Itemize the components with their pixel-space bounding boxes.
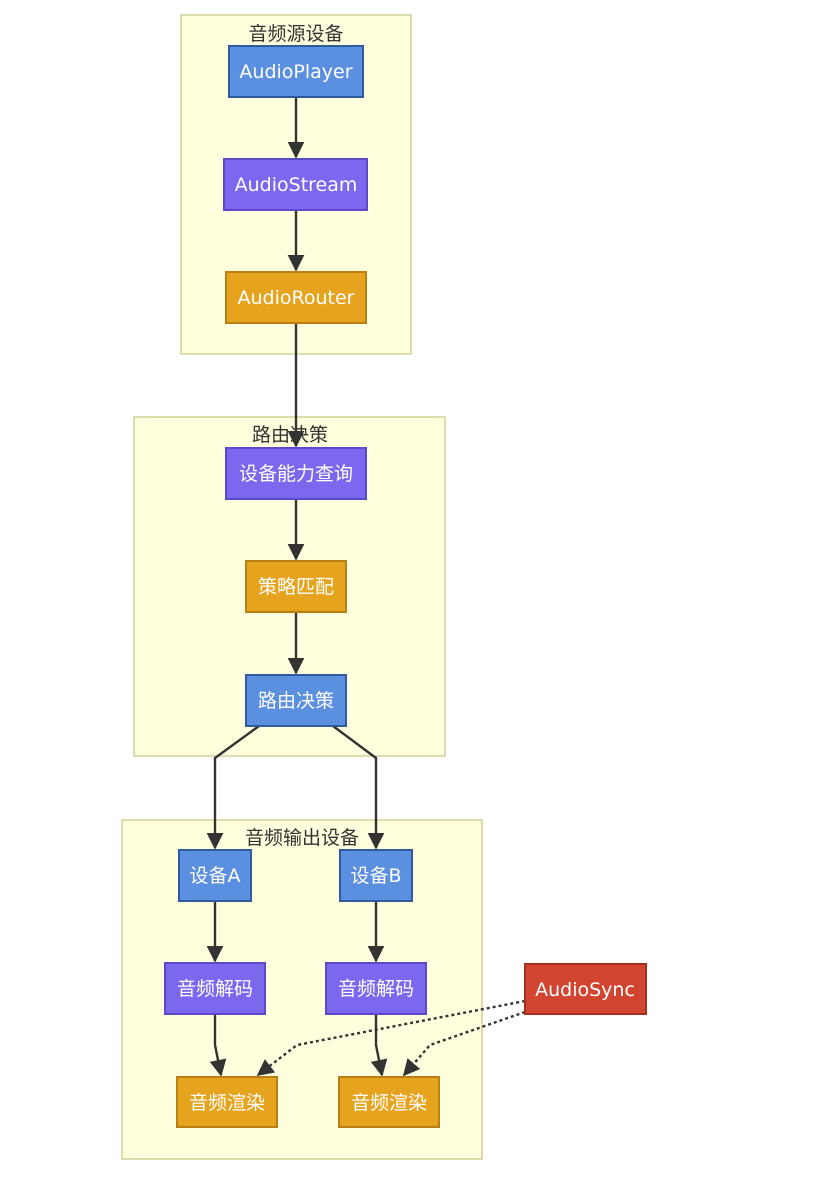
edges bbox=[206, 97, 526, 1077]
edge-decode-a-to-render-a bbox=[209, 1014, 227, 1077]
node-render-a: 音频渲染 bbox=[176, 1076, 278, 1128]
node-capability-query-label: 设备能力查询 bbox=[239, 463, 353, 485]
node-audio-sync: AudioSync bbox=[524, 963, 647, 1015]
node-audio-stream: AudioStream bbox=[223, 158, 368, 211]
edge-route-decision-to-device-a bbox=[206, 725, 260, 850]
edge-audiosync-to-render-b bbox=[402, 1010, 526, 1077]
node-device-b: 设备B bbox=[339, 849, 413, 902]
node-audio-router: AudioRouter bbox=[225, 271, 367, 324]
node-decode-a-label: 音频解码 bbox=[177, 978, 253, 1000]
node-audio-router-label: AudioRouter bbox=[238, 287, 355, 309]
node-decode-b: 音频解码 bbox=[325, 962, 427, 1015]
node-policy-match-label: 策略匹配 bbox=[258, 576, 334, 598]
node-decode-b-label: 音频解码 bbox=[338, 978, 414, 1000]
node-audio-player-label: AudioPlayer bbox=[239, 61, 352, 83]
edge-audiosync-to-render-a bbox=[256, 999, 526, 1077]
node-audio-sync-label: AudioSync bbox=[535, 979, 635, 1001]
node-audio-stream-label: AudioStream bbox=[235, 174, 358, 196]
node-route-decision-label: 路由决策 bbox=[258, 690, 334, 712]
edge-route-decision-to-device-b bbox=[332, 725, 385, 850]
node-route-decision: 路由决策 bbox=[245, 674, 347, 727]
node-capability-query: 设备能力查询 bbox=[225, 447, 367, 500]
node-decode-a: 音频解码 bbox=[164, 962, 266, 1015]
cluster-routing-title: 路由决策 bbox=[252, 424, 328, 446]
cluster-output-title: 音频输出设备 bbox=[245, 827, 359, 849]
node-render-a-label: 音频渲染 bbox=[189, 1092, 265, 1114]
node-policy-match: 策略匹配 bbox=[245, 560, 347, 613]
node-device-a: 设备A bbox=[178, 849, 252, 902]
node-device-b-label: 设备B bbox=[350, 865, 401, 887]
node-render-b: 音频渲染 bbox=[338, 1076, 440, 1128]
cluster-source-title: 音频源设备 bbox=[248, 23, 343, 45]
node-audio-player: AudioPlayer bbox=[228, 45, 364, 98]
node-device-a-label: 设备A bbox=[190, 865, 241, 887]
node-render-b-label: 音频渲染 bbox=[351, 1092, 427, 1114]
edge-decode-b-to-render-b bbox=[370, 1014, 388, 1077]
